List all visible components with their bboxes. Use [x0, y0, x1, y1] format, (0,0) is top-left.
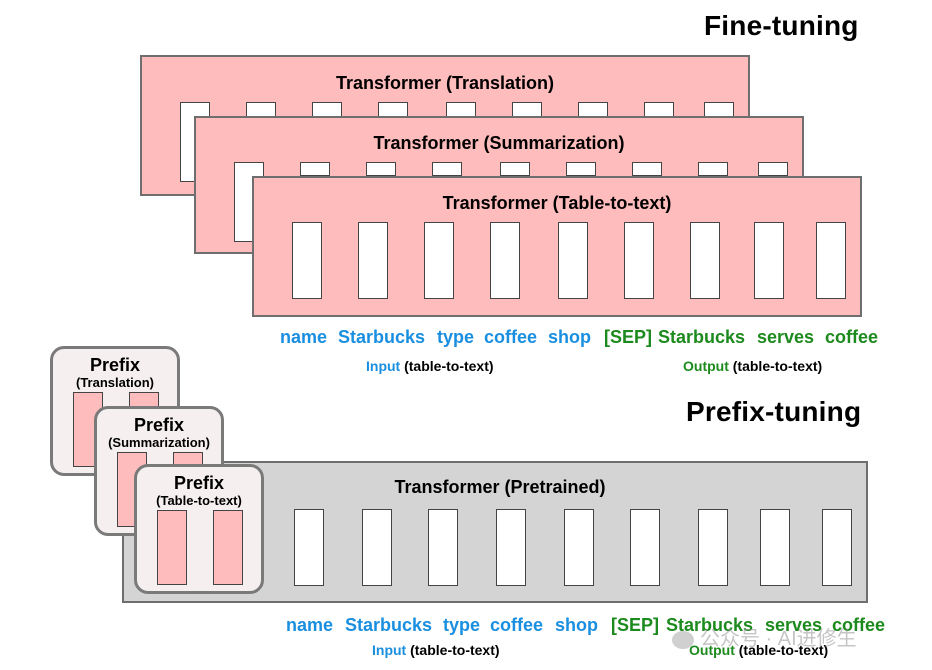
token-slot: [358, 222, 388, 299]
output-token-serves: serves: [757, 327, 815, 347]
prefix-translation-title: Prefix: [89, 355, 141, 375]
token-slot: [362, 509, 392, 586]
prefix-tuning-title: Prefix-tuning: [686, 396, 862, 427]
input-token-name: name: [280, 327, 328, 347]
prefix-summarization-title: Prefix: [133, 415, 185, 435]
output-caption-rest: (table-to-text): [738, 642, 829, 658]
token-slot: [432, 162, 462, 176]
token-slot: [428, 509, 458, 586]
token-slot: [816, 222, 846, 299]
input-caption-keyword: Input: [366, 358, 401, 374]
prefix-tuning-input-caption: Input (table-to-text): [372, 642, 500, 658]
output-token-sep: [SEP]: [611, 615, 660, 635]
token-slot: [566, 162, 596, 176]
output-token-coffee: coffee: [825, 327, 879, 347]
fine-tuning-output-caption: Output (table-to-text): [683, 358, 822, 374]
input-token-type: type: [443, 615, 481, 635]
watermark: 公众号 · AI进修生: [672, 622, 857, 651]
prefix-summarization-subtitle: (Summarization): [108, 435, 210, 450]
token-slot: [698, 162, 728, 176]
token-slot: [490, 222, 520, 299]
output-token-starbucks: Starbucks: [658, 327, 746, 347]
transformer-table-to-text-box: Transformer (Table-to-text): [252, 176, 862, 317]
token-slot: [564, 509, 594, 586]
prefix-table-to-text-card: Prefix (Table-to-text): [134, 464, 264, 594]
input-token-name: name: [286, 615, 334, 635]
input-token-shop: shop: [548, 327, 591, 347]
input-token-coffee: coffee: [484, 327, 538, 347]
output-token-sep: [SEP]: [604, 327, 653, 347]
transformer-summarization-label: Transformer (Summarization): [373, 133, 625, 153]
fine-tuning-input-caption: Input (table-to-text): [366, 358, 494, 374]
token-slot: [632, 162, 662, 176]
output-token-coffee: coffee: [832, 615, 886, 635]
prefix-translation-subtitle: (Translation): [75, 375, 154, 390]
token-slot: [558, 222, 588, 299]
token-slot: [690, 222, 720, 299]
token-slot: [624, 222, 654, 299]
prefix-table-to-text-subtitle: (Table-to-text): [156, 493, 242, 508]
token-slot: [754, 222, 784, 299]
output-caption-keyword: Output: [683, 358, 729, 374]
output-token-serves: serves: [765, 615, 823, 635]
input-token-shop: shop: [555, 615, 598, 635]
input-caption-rest: (table-to-text): [410, 642, 500, 658]
prefix-tuning-output-caption: Output (table-to-text): [689, 642, 828, 658]
transformer-translation-label: Transformer (Translation): [335, 73, 555, 93]
token-slot: [630, 509, 660, 586]
input-token-starbucks: Starbucks: [345, 615, 433, 635]
token-slot: [822, 509, 852, 586]
fine-tuning-title: Fine-tuning: [704, 10, 859, 41]
token-slot: [758, 162, 788, 176]
token-slot: [292, 222, 322, 299]
output-caption-rest: (table-to-text): [732, 358, 823, 374]
prefix-slot: [157, 510, 187, 585]
output-token-starbucks: Starbucks: [666, 615, 754, 635]
token-slot: [496, 509, 526, 586]
input-token-starbucks: Starbucks: [338, 327, 426, 347]
token-slot: [366, 162, 396, 176]
prefix-table-to-text-title: Prefix: [173, 473, 225, 493]
transformer-table-to-text-label: Transformer (Table-to-text): [442, 193, 672, 213]
watermark-text: 公众号 · AI进修生: [700, 628, 857, 650]
token-slot: [300, 162, 330, 176]
input-token-coffee: coffee: [490, 615, 544, 635]
prefix-slot: [213, 510, 243, 585]
token-slot: [698, 509, 728, 586]
input-token-type: type: [437, 327, 475, 347]
input-caption-keyword: Input: [372, 642, 407, 658]
token-slot: [760, 509, 790, 586]
input-caption-rest: (table-to-text): [404, 358, 494, 374]
token-slot: [500, 162, 530, 176]
wechat-logo-icon: [672, 630, 694, 649]
output-caption-keyword: Output: [689, 642, 735, 658]
token-slot: [424, 222, 454, 299]
transformer-pretrained-label: Transformer (Pretrained): [394, 477, 606, 497]
token-slot: [294, 509, 324, 586]
